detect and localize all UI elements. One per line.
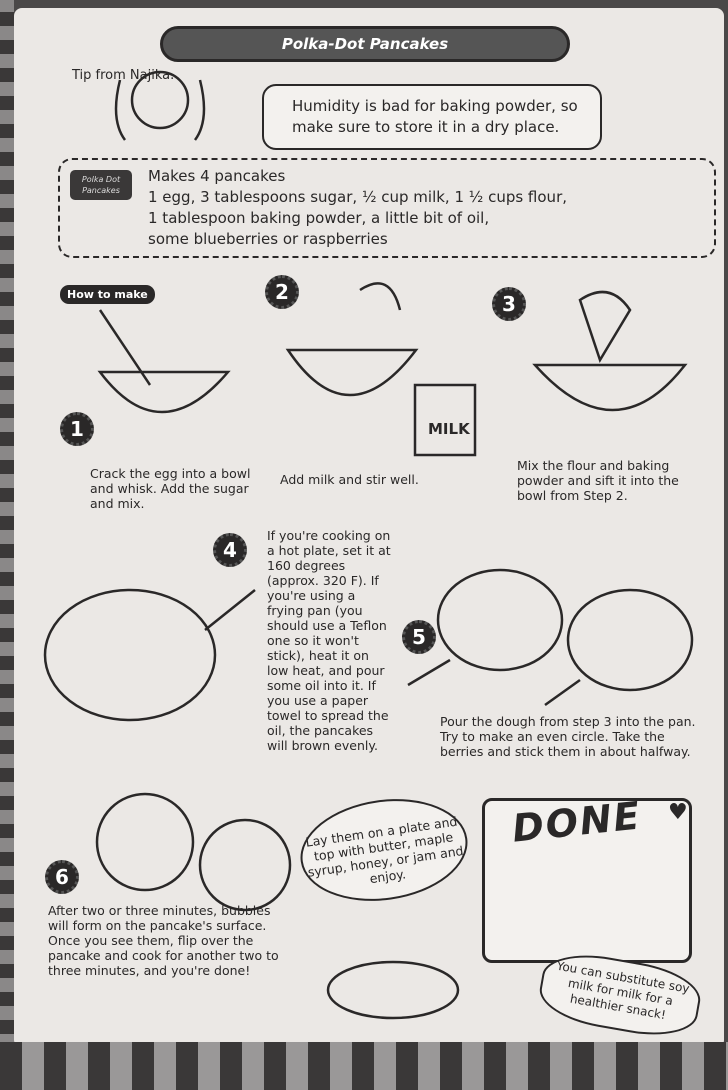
ingredient-line: 1 tablespoon baking powder, a little bit… <box>148 209 490 227</box>
left-border <box>0 0 14 1090</box>
ingredients-tag: Polka Dot Pancakes <box>70 170 132 200</box>
step-number-2: 2 <box>265 275 299 309</box>
frying-pans-step5 <box>407 568 694 707</box>
frying-pan-step4 <box>43 588 256 722</box>
step-2-text: Add milk and stir well. <box>280 472 419 487</box>
bowl-step3 <box>532 290 688 412</box>
ingredient-line: some blueberries or raspberries <box>148 230 388 248</box>
step-number-1: 1 <box>60 412 94 446</box>
tip-from-label: Tip from Najika. <box>72 68 175 83</box>
step-6-text: After two or three minutes, bubbles will… <box>48 903 279 978</box>
tip-box: Humidity is bad for baking powder, so ma… <box>262 84 602 150</box>
najika-illustration <box>114 70 206 141</box>
done-panel <box>482 798 692 963</box>
ingredient-line: 1 egg, 3 tablespoons sugar, ½ cup milk, … <box>148 188 568 206</box>
step-number-3: 3 <box>492 287 526 321</box>
ingredients-text: Makes 4 pancakes 1 egg, 3 tablespoons su… <box>148 166 567 250</box>
milk-carton-label: MILK <box>428 420 470 438</box>
step-number-6: 6 <box>45 860 79 894</box>
step-number-4: 4 <box>213 533 247 567</box>
heart-icon: ♥ <box>668 800 688 825</box>
bowl-step2 <box>285 282 419 397</box>
step-5-text: Pour the dough from step 3 into the pan.… <box>440 714 696 759</box>
recipe-title: Polka-Dot Pancakes <box>160 26 570 62</box>
how-to-make-badge: How to make <box>60 285 155 304</box>
bowl-step1 <box>97 309 231 414</box>
step-3-text: Mix the flour and baking powder and sift… <box>517 458 679 503</box>
ingredients-box <box>58 158 716 258</box>
bottom-stripe <box>0 1042 728 1090</box>
step-number-5: 5 <box>402 620 436 654</box>
milk-carton <box>413 383 477 457</box>
step-1-text: Crack the egg into a bowl and whisk. Add… <box>90 466 251 511</box>
pancakes-step6 <box>95 792 292 912</box>
plate-illustration <box>326 960 460 1020</box>
step-4-text: If you're cooking on a hot plate, set it… <box>267 528 391 753</box>
makes-line: Makes 4 pancakes <box>148 167 286 185</box>
